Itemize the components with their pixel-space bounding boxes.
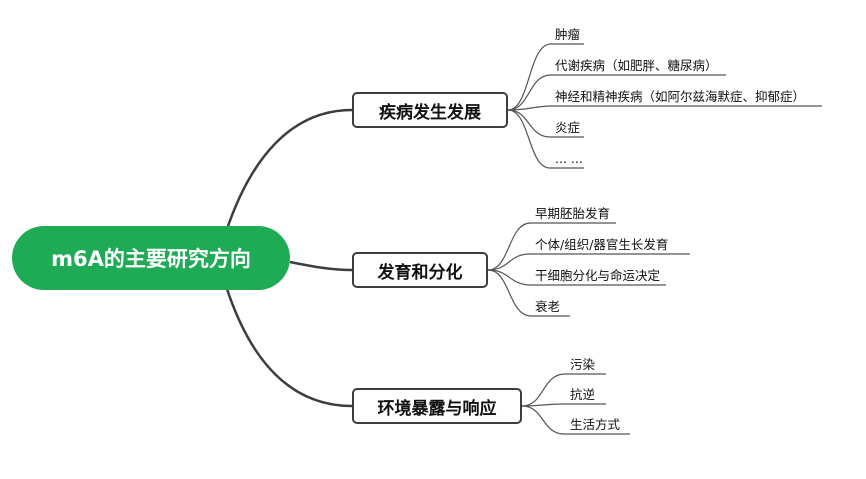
- leaf-node[interactable]: 抗逆: [570, 387, 596, 402]
- leaf-node[interactable]: 代谢疾病（如肥胖、糖尿病）: [555, 58, 718, 73]
- branch-3-leaf-connectors: [521, 373, 630, 435]
- connector-root-branch-3: [224, 285, 353, 408]
- branch-node-development[interactable]: 发育和分化: [352, 252, 488, 288]
- leaf-node[interactable]: 炎症: [555, 120, 581, 135]
- leaf-node[interactable]: 神经和精神疾病（如阿尔兹海默症、抑郁症）: [555, 89, 806, 104]
- leaf-node[interactable]: 干细胞分化与命运决定: [535, 268, 661, 283]
- branch-node-disease[interactable]: 疾病发生发展: [352, 92, 508, 128]
- connector-root-branch-2: [289, 260, 353, 272]
- root-node[interactable]: m6A的主要研究方向: [12, 226, 290, 290]
- branch-1-leaf-connectors: [507, 43, 822, 169]
- leaf-node[interactable]: 早期胚胎发育: [535, 206, 611, 221]
- branch-2-leaf-connectors: [487, 222, 690, 317]
- leaf-node[interactable]: 衰老: [535, 299, 561, 314]
- leaf-node[interactable]: 污染: [570, 357, 596, 372]
- leaf-node[interactable]: ... ...: [555, 151, 583, 166]
- leaf-node[interactable]: 肿瘤: [555, 27, 581, 42]
- connector-root-branch-1: [224, 108, 353, 233]
- leaf-node[interactable]: 生活方式: [570, 417, 621, 432]
- leaf-node[interactable]: 个体/组织/器官生长发育: [535, 237, 669, 252]
- branch-node-environment[interactable]: 环境暴露与响应: [352, 388, 522, 424]
